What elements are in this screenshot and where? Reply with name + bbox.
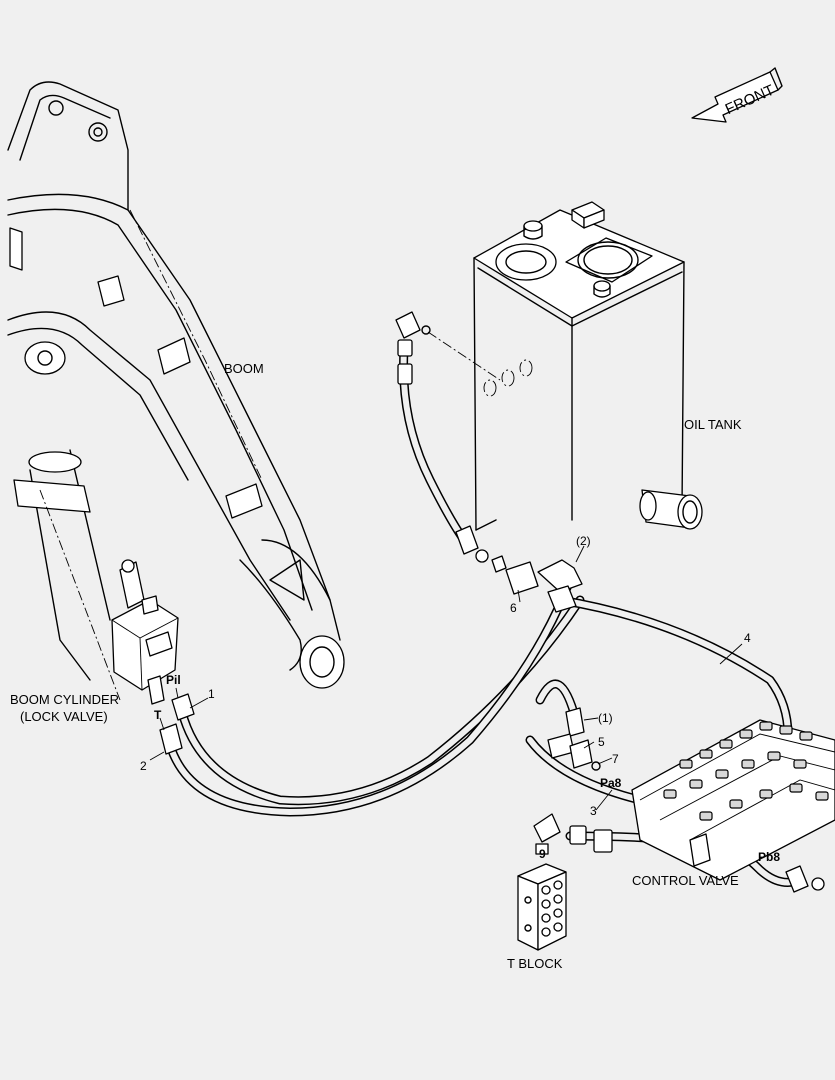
boom-cylinder (13, 449, 179, 705)
callout-9: 9 (539, 847, 546, 861)
callout-7: 7 (612, 752, 619, 766)
boom-cylinder-label: BOOM CYLINDER (10, 692, 119, 707)
boom-drawing (7, 81, 345, 689)
control-valve (631, 719, 835, 881)
oil-tank-label: OIL TANK (684, 417, 742, 432)
valve-spools (663, 721, 829, 821)
port-pa8: Pa8 (600, 776, 622, 790)
callout-5: 5 (598, 735, 605, 749)
boom-label: BOOM (224, 361, 264, 376)
callout-6: 6 (510, 601, 517, 615)
hoses (165, 345, 805, 887)
callout-paren-2: (2) (576, 534, 591, 548)
callout-paren-1: (1) (598, 711, 613, 725)
control-valve-label: CONTROL VALVE (632, 873, 739, 888)
oil-tank (427, 201, 703, 531)
callout-1: 1 (208, 687, 215, 701)
lock-valve-label: (LOCK VALVE) (20, 709, 108, 724)
t-block (517, 863, 567, 951)
port-t: T (154, 708, 162, 722)
callout-2: 2 (140, 759, 147, 773)
leader-lines (149, 545, 743, 811)
port-pb8: Pb8 (758, 850, 780, 864)
callout-3: 3 (590, 804, 597, 818)
port-pil: Pil (166, 673, 181, 687)
t-block-label: T BLOCK (507, 956, 563, 971)
front-arrow: FRONT (691, 67, 783, 123)
callout-4: 4 (744, 631, 751, 645)
fittings (159, 311, 825, 893)
